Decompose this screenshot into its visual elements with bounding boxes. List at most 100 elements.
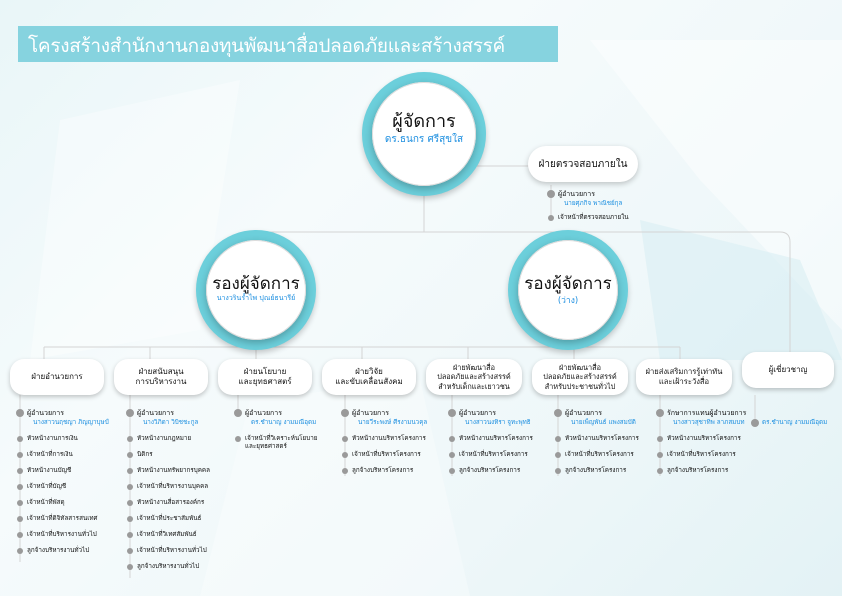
dept-pill-policy[interactable]: ฝ่ายนโยบาย และยุทธศาสตร์ (218, 359, 312, 395)
bullet-icon (17, 468, 23, 474)
dept-head-name: นางสาวนงทิรา จูทะพุทธิ (465, 419, 531, 426)
bullet-icon (342, 436, 348, 442)
dept-pill-public-media[interactable]: ฝ่ายพัฒนาสื่อ ปลอดภัยและสร้างสรรค์ สำหรั… (532, 359, 628, 395)
bullet-icon (449, 436, 455, 442)
dept-youth-media-staff: ผู้อำนวยการ นางสาวนงทิรา จูทะพุทธิ หัวหน… (448, 405, 533, 479)
dept-pill-youth-media[interactable]: ฝ่ายพัฒนาสื่อ ปลอดภัยและสร้างสรรค์ สำหรั… (426, 359, 522, 395)
dept-public-media-staff: ผู้อำนวยการ นายเพ็ญพันธ์ แพงสมบัติ หัวหน… (554, 405, 639, 479)
list-item: เจ้าหน้าที่บริหารงานทั่วไป (17, 527, 98, 543)
dept-policy-staff: ผู้อำนวยการ ดร.ชำนาญ งามมณีอุดม เจ้าหน้า… (234, 405, 317, 453)
bullet-icon (127, 436, 133, 442)
list-item: เจ้าหน้าที่ประชาสัมพันธ์ (127, 511, 210, 527)
list-item: เจ้าหน้าที่บริหารงานทั่วไป (127, 543, 210, 559)
dept-head-role: ผู้อำนวยการ (137, 409, 174, 417)
bullet-icon (341, 409, 349, 417)
dept-pill-administration[interactable]: ฝ่ายอำนวยการ (10, 359, 104, 395)
list-item: หัวหน้างานทรัพยากรบุคคล (127, 463, 210, 479)
list-item-label: หัวหน้างานการเงิน (27, 435, 78, 442)
dept-pill-support[interactable]: ฝ่ายสนับสนุน การบริหารงาน (114, 359, 208, 395)
list-item: เจ้าหน้าที่วิเคราะห์นโยบาย และยุทธศาสตร์ (235, 431, 317, 453)
dept-head-role: ผู้อำนวยการ (565, 409, 602, 417)
bullet-icon (17, 532, 23, 538)
list-item: นิติกร (127, 447, 210, 463)
dept-head: รักษาการแทนผู้อำนวยการ นางสาวสุชาทิพ ลาภ… (656, 405, 747, 431)
bullet-icon (127, 516, 133, 522)
bullet-icon (449, 468, 455, 474)
bullet-icon (17, 436, 23, 442)
bullet-icon (342, 468, 348, 474)
list-item: เจ้าหน้าที่บริหารโครงการ (449, 447, 533, 463)
bullet-icon (449, 452, 455, 458)
list-item-label: หัวหน้างานสื่อสารองค์กร (137, 499, 205, 506)
bullet-icon (127, 484, 133, 490)
audit-staff-label: เจ้าหน้าที่ตรวจสอบภายใน (558, 214, 629, 221)
deputy-1-node[interactable]: รองผู้จัดการ นางวรินร์ำไพ ปุณย์ธนารีย์ (206, 240, 306, 340)
list-item: เจ้าหน้าที่วิเทศสัมพันธ์ (127, 527, 210, 543)
deputy-1-role: รองผู้จัดการ (212, 274, 300, 294)
bullet-icon (17, 452, 23, 458)
bullet-icon (656, 409, 664, 417)
dept-experts-staff: ดร.ชำนาญ งามมณีอุดม (751, 415, 827, 431)
list-item-label: หัวหน้างานบริหารโครงการ (565, 435, 639, 442)
list-item-label: ลูกจ้างบริหารโครงการ (565, 467, 627, 474)
list-item-label: เจ้าหน้าที่บริหารงานทั่วไป (137, 547, 207, 554)
dept-pill-research[interactable]: ฝ่ายวิจัย และขับเคลื่อนสังคม (322, 359, 416, 395)
list-item-label: เจ้าหน้าที่บริหารโครงการ (352, 451, 421, 458)
bullet-icon (16, 409, 24, 417)
dept-pill-experts[interactable]: ผู้เชี่ยวชาญ (742, 352, 834, 388)
audit-label: ฝ่ายตรวจสอบภายใน (538, 158, 628, 170)
list-item-label: หัวหน้างานทรัพยากรบุคคล (137, 467, 210, 474)
bullet-icon (127, 452, 133, 458)
dept-head-role: รักษาการแทนผู้อำนวยการ (667, 409, 747, 417)
list-item-label: ลูกจ้างบริหารโครงการ (352, 467, 414, 474)
dept-head-role: ผู้อำนวยการ (245, 409, 282, 417)
dept-head-name: นายเพ็ญพันธ์ แพงสมบัติ (571, 419, 636, 426)
director-node[interactable]: ผู้จัดการ ดร.ธนกร ศรีสุขใส (372, 82, 476, 186)
list-item-label: เจ้าหน้าที่ประชาสัมพันธ์ (137, 515, 202, 522)
dept-head: ผู้อำนวยการ ดร.ชำนาญ งามมณีอุดม (234, 405, 317, 431)
dept-pill-media-literacy[interactable]: ฝ่ายส่งเสริมการรู้เท่าทัน และเฝ้าระวังสื… (636, 359, 732, 395)
list-item-label: เจ้าหน้าที่วิเทศสัมพันธ์ (137, 531, 197, 538)
list-item: หัวหน้างานสื่อสารองค์กร (127, 495, 210, 511)
bullet-icon (127, 468, 133, 474)
dept-head-name: นางวิภิดา วิบิชชะกูล (143, 419, 199, 426)
bullet-icon (127, 564, 133, 570)
list-item-label: หัวหน้างานบริหารโครงการ (459, 435, 533, 442)
deputy-2-node[interactable]: รองผู้จัดการ (ว่าง) (518, 240, 618, 340)
dept-head: ผู้อำนวยการ นางสาวนงทิรา จูทะพุทธิ (448, 405, 533, 431)
bullet-icon (554, 409, 562, 417)
bullet-icon (547, 190, 555, 198)
page-title: โครงสร้างสำนักงานกองทุนพัฒนาสื่อปลอดภัยแ… (28, 35, 505, 57)
list-item-label: ลูกจ้างบริหารงานทั่วไป (27, 547, 90, 554)
dept-head: ผู้อำนวยการ นางวิภิดา วิบิชชะกูล (126, 405, 210, 431)
list-item-label: เจ้าหน้าที่บริหารโครงการ (667, 451, 736, 458)
bullet-icon (555, 436, 561, 442)
dept-head: ผู้อำนวยการ นางสาวนฤชญา ภิญญาบุษป์ (16, 405, 109, 431)
dept-head-name: นายวีระพงษ์ ศีรงามนวคุล (358, 419, 428, 426)
audit-head-name: นายศุภกิจ พาณิชย์กุล (564, 200, 623, 207)
bullet-icon (751, 419, 759, 427)
list-item-label: เจ้าหน้าที่บริหารโครงการ (565, 451, 634, 458)
list-item-label: เจ้าหน้าที่บริหารงานบุคคล (137, 483, 209, 490)
list-item-label: เจ้าหน้าที่บริหารงานทั่วไป (27, 531, 97, 538)
list-item: หัวหน้างานกฎหมาย (127, 431, 210, 447)
list-item: ลูกจ้างบริหารโครงการ (555, 463, 639, 479)
dept-head-name: นางสาวสุชาทิพ ลาภสมบท (673, 419, 745, 426)
bullet-icon (448, 409, 456, 417)
list-item: หัวหน้างานบริหารโครงการ (342, 431, 426, 447)
dept-head-name: ดร.ชำนาญ งามมณีอุดม (251, 419, 317, 426)
audit-department[interactable]: ฝ่ายตรวจสอบภายใน (528, 146, 638, 182)
list-item-label: เจ้าหน้าที่การเงิน (27, 451, 73, 458)
audit-head-role: ผู้อำนวยการ (558, 190, 595, 198)
list-item-label: ลูกจ้างบริหารโครงการ (667, 467, 729, 474)
list-item: ลูกจ้างบริหารงานทั่วไป (127, 559, 210, 575)
expert-item: ดร.ชำนาญ งามมณีอุดม (751, 415, 827, 431)
dept-media-literacy-staff: รักษาการแทนผู้อำนวยการ นางสาวสุชาทิพ ลาภ… (656, 405, 747, 479)
audit-staff: ผู้อำนวยการ นายศุภกิจ พาณิชย์กุล เจ้าหน้… (547, 186, 629, 226)
bullet-icon (17, 548, 23, 554)
deputy-2-name: (ว่าง) (557, 296, 579, 306)
bullet-icon (657, 452, 663, 458)
deputy-2-role: รองผู้จัดการ (524, 274, 612, 294)
bullet-icon (17, 516, 23, 522)
